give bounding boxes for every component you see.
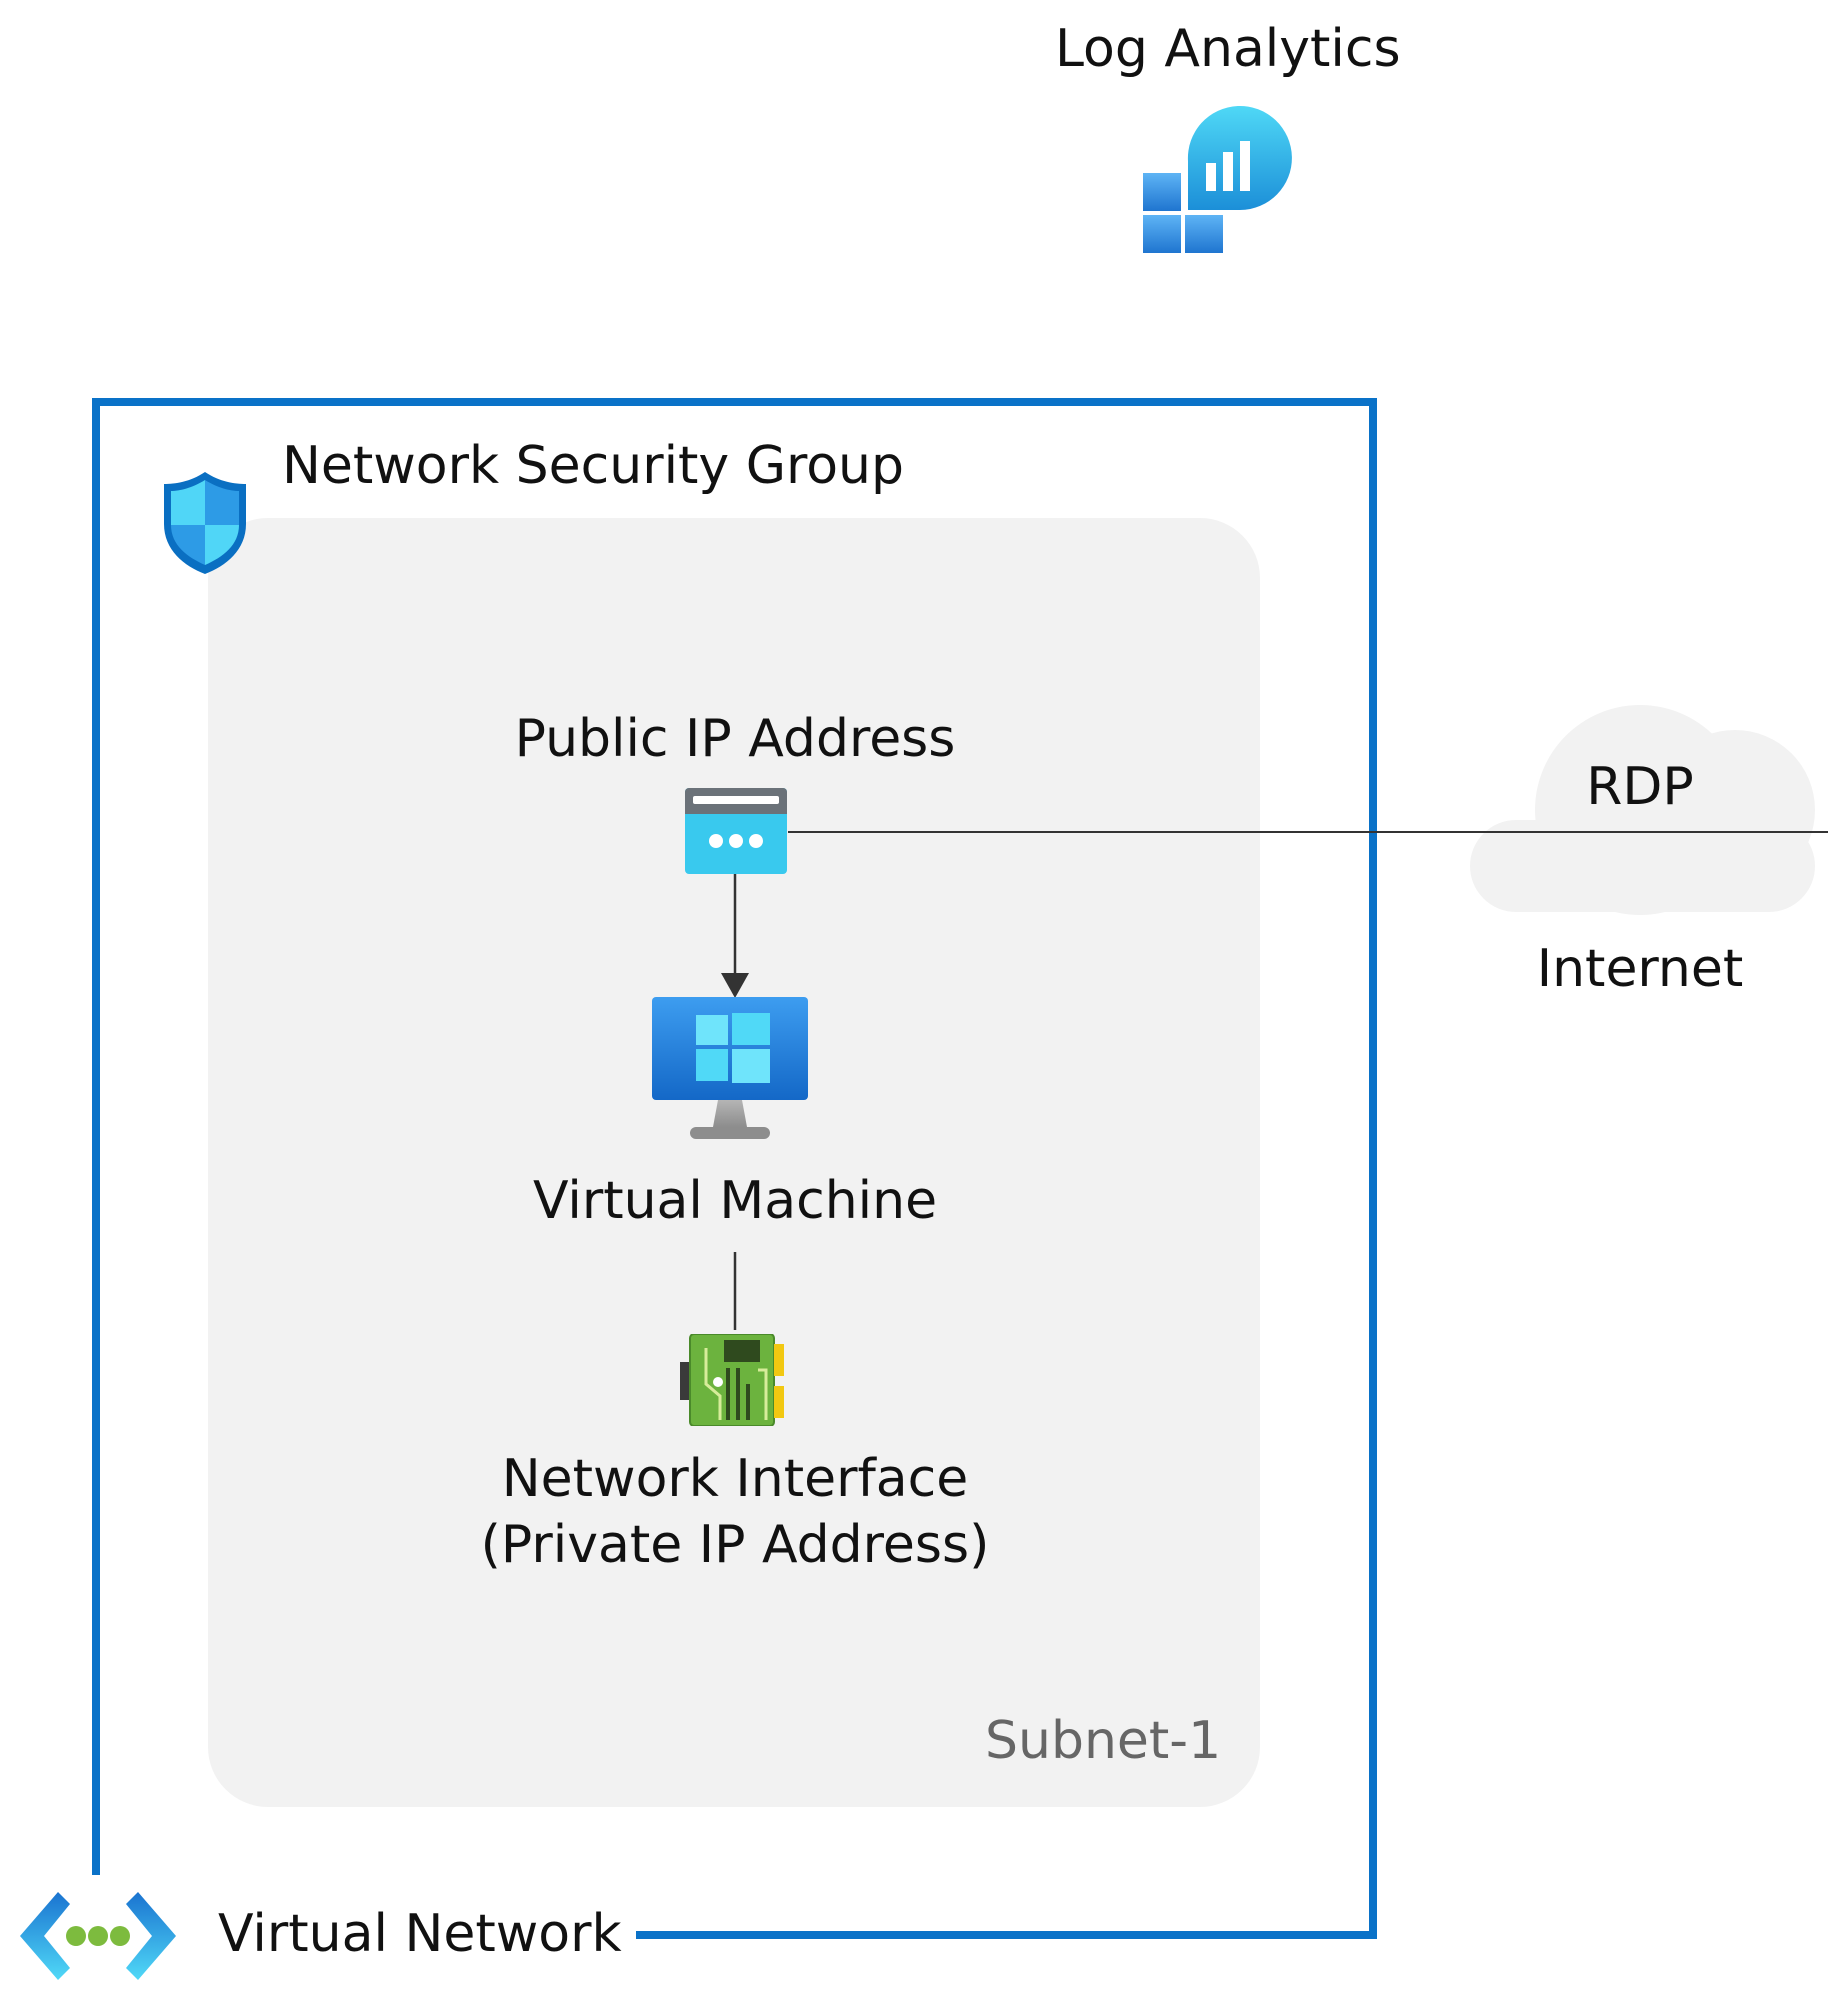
connector-arrowhead bbox=[721, 973, 749, 998]
virtual-network-label: Virtual Network bbox=[218, 1904, 622, 1964]
internet-label: Internet bbox=[1536, 939, 1744, 999]
subnet-label: Subnet-1 bbox=[985, 1711, 1222, 1771]
network-card-icon bbox=[680, 1334, 784, 1426]
nsg-label: Network Security Group bbox=[282, 436, 905, 496]
shield-icon bbox=[164, 472, 246, 574]
subnet-container bbox=[208, 518, 1260, 1807]
windows-monitor-icon bbox=[652, 997, 808, 1139]
nsg-border bbox=[92, 398, 1377, 1939]
nic-label-line2: (Private IP Address) bbox=[480, 1515, 990, 1575]
vm-label: Virtual Machine bbox=[532, 1171, 938, 1231]
public-ip-label: Public IP Address bbox=[514, 709, 956, 769]
rdp-label: RDP bbox=[1586, 757, 1694, 817]
log-analytics-label: Log Analytics bbox=[1055, 19, 1401, 79]
log-analytics-icon bbox=[1143, 106, 1292, 253]
virtual-network-icon bbox=[20, 1892, 176, 1980]
nic-label-line1: Network Interface bbox=[501, 1449, 969, 1509]
public-ip-icon bbox=[685, 788, 787, 874]
cloud-icon bbox=[1470, 705, 1815, 915]
